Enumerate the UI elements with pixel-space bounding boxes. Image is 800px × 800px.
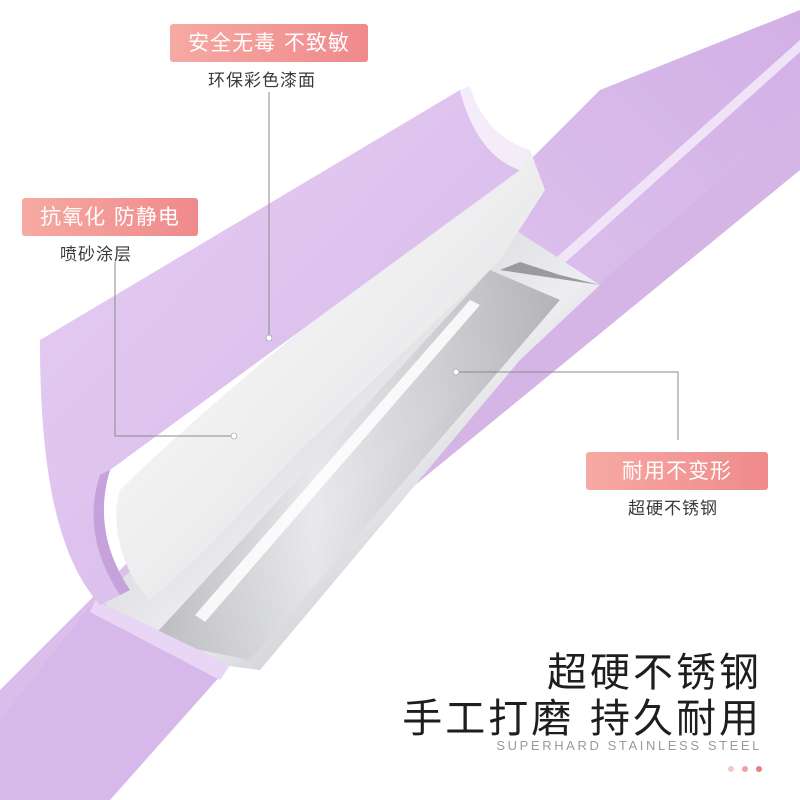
headline-line-1: 超硬不锈钢 — [547, 650, 762, 696]
dot-1 — [728, 766, 734, 772]
feature-tag-antioxidant: 抗氧化 防静电 — [22, 198, 198, 236]
peeling-sheet — [116, 150, 545, 600]
feature-sub-paint: 环保彩色漆面 — [208, 71, 316, 91]
decorative-dots — [728, 766, 762, 772]
feature-sub-coating: 喷砂涂层 — [60, 245, 132, 265]
english-tagline: SUPERHARD STAINLESS STEEL — [496, 738, 762, 753]
lavender-flap — [40, 90, 520, 605]
headline-line-2: 手工打磨 持久耐用 — [402, 696, 762, 742]
feature-tag-durable: 耐用不变形 — [586, 452, 768, 490]
leader-lines — [114, 92, 679, 440]
feature-sub-steel: 超硬不锈钢 — [628, 499, 718, 519]
dot-2 — [742, 766, 748, 772]
dot-3 — [756, 766, 762, 772]
feature-tag-safe: 安全无毒 不致敏 — [170, 24, 368, 62]
